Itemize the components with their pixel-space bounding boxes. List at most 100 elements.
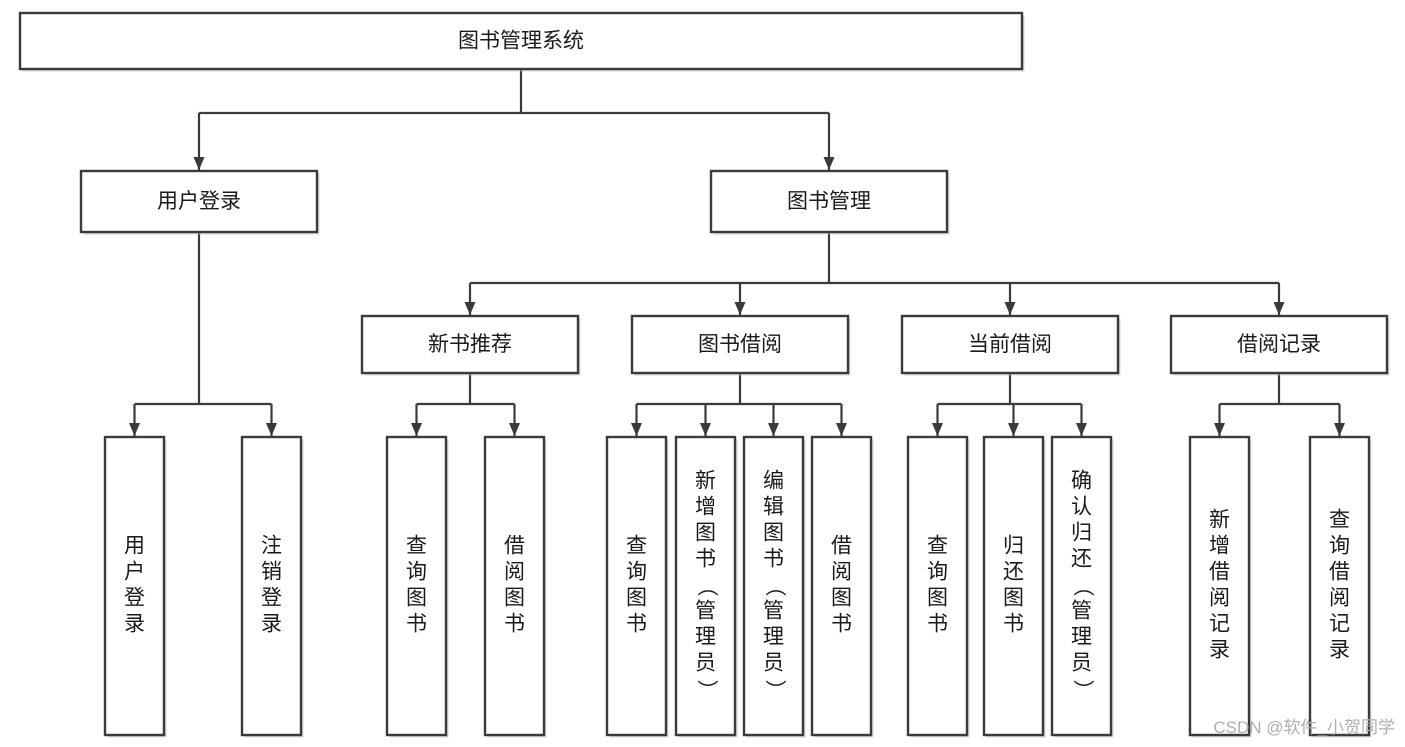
svg-text:图: 图 <box>504 587 525 610</box>
svg-text:查: 查 <box>626 535 647 558</box>
svg-text:图: 图 <box>927 587 948 610</box>
svg-text:图: 图 <box>695 522 716 545</box>
svg-text:借: 借 <box>1209 561 1230 584</box>
svg-text:新: 新 <box>695 470 716 493</box>
svg-text:（: （ <box>763 576 786 597</box>
node-borrow-record[interactable]: 借阅记录 <box>1169 314 1390 376</box>
node-label: 图书借阅 <box>698 333 782 356</box>
svg-text:辑: 辑 <box>763 496 784 519</box>
svg-text:）: ） <box>695 680 718 701</box>
svg-text:录: 录 <box>124 613 145 636</box>
svg-text:图: 图 <box>406 587 427 610</box>
svg-text:员: 员 <box>695 652 716 675</box>
svg-text:录: 录 <box>261 613 282 636</box>
svg-text:管: 管 <box>1071 600 1092 623</box>
svg-text:还: 还 <box>1071 548 1092 571</box>
svg-text:）: ） <box>763 680 786 701</box>
node-leaf-user-login[interactable]: 用户登录 <box>103 435 167 738</box>
svg-text:员: 员 <box>1071 652 1092 675</box>
svg-text:书: 书 <box>927 613 948 636</box>
node-label: 用户登录 <box>124 535 145 636</box>
svg-text:增: 增 <box>1209 535 1230 558</box>
svg-text:查: 查 <box>1329 509 1350 532</box>
svg-text:管: 管 <box>763 600 784 623</box>
node-label: 图书管理 <box>787 190 871 213</box>
svg-text:书: 书 <box>831 613 852 636</box>
svg-text:（: （ <box>695 576 718 597</box>
svg-text:户: 户 <box>124 561 145 584</box>
node-user-login[interactable]: 用户登录 <box>79 169 320 235</box>
svg-text:图: 图 <box>831 587 852 610</box>
svg-text:阅: 阅 <box>1329 587 1350 610</box>
node-label: 借阅记录 <box>1237 333 1321 356</box>
svg-text:询: 询 <box>1329 535 1350 558</box>
node-new-book-rec[interactable]: 新书推荐 <box>360 314 581 376</box>
svg-text:登: 登 <box>124 587 145 610</box>
svg-text:还: 还 <box>1003 561 1024 584</box>
svg-text:编: 编 <box>763 470 784 493</box>
svg-text:书: 书 <box>504 613 525 636</box>
svg-text:阅: 阅 <box>831 561 852 584</box>
node-book-borrow[interactable]: 图书借阅 <box>630 314 851 376</box>
svg-text:用: 用 <box>124 535 145 558</box>
svg-text:借: 借 <box>831 535 852 558</box>
svg-text:新: 新 <box>1209 509 1230 532</box>
svg-text:书: 书 <box>1003 613 1024 636</box>
svg-text:询: 询 <box>626 561 647 584</box>
svg-text:录: 录 <box>1209 639 1230 662</box>
svg-text:书: 书 <box>695 548 716 571</box>
svg-text:理: 理 <box>1071 626 1092 649</box>
watermark-label: CSDN @软件_小贺同学 <box>1213 718 1395 737</box>
svg-text:阅: 阅 <box>504 561 525 584</box>
connector-layer <box>129 69 1345 436</box>
svg-text:员: 员 <box>763 652 784 675</box>
svg-text:记: 记 <box>1329 613 1350 636</box>
svg-text:归: 归 <box>1071 522 1092 545</box>
node-book-manage[interactable]: 图书管理 <box>709 169 950 235</box>
svg-text:书: 书 <box>626 613 647 636</box>
svg-text:图: 图 <box>1003 587 1024 610</box>
svg-text:图: 图 <box>626 587 647 610</box>
svg-text:阅: 阅 <box>1209 587 1230 610</box>
svg-text:增: 增 <box>695 496 716 519</box>
svg-text:确: 确 <box>1071 470 1092 493</box>
svg-text:借: 借 <box>1329 561 1350 584</box>
svg-text:书: 书 <box>406 613 427 636</box>
node-root[interactable]: 图书管理系统 <box>18 11 1025 72</box>
svg-text:询: 询 <box>927 561 948 584</box>
node-label: 图书管理系统 <box>458 30 584 53</box>
svg-text:（: （ <box>1071 576 1094 597</box>
svg-text:）: ） <box>1071 680 1094 701</box>
node-label: 新书推荐 <box>428 333 512 356</box>
svg-text:询: 询 <box>406 561 427 584</box>
node-label: 当前借阅 <box>968 333 1052 356</box>
node-current-borrow[interactable]: 当前借阅 <box>900 314 1121 376</box>
svg-text:图: 图 <box>763 522 784 545</box>
svg-text:理: 理 <box>763 626 784 649</box>
svg-text:登: 登 <box>261 587 282 610</box>
